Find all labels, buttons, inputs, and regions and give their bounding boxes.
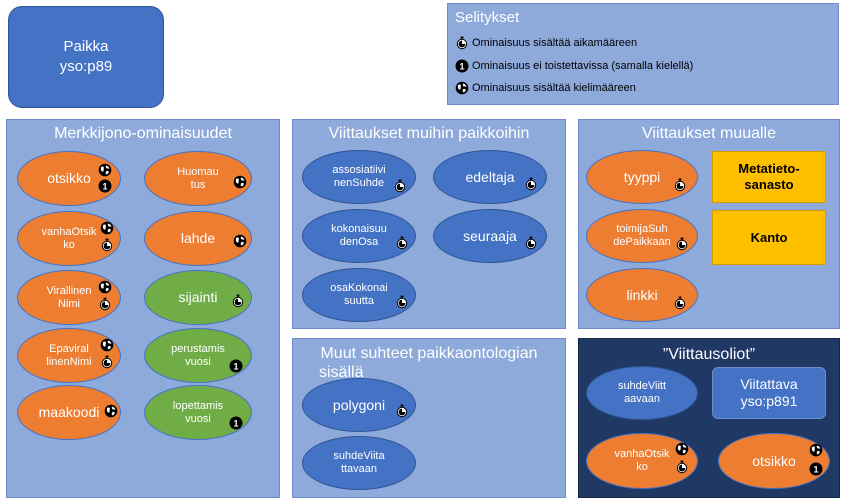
property-otsikko: otsikko — [17, 151, 121, 206]
panel-title: Muut suhteet paikkaontologian sisällä — [319, 345, 538, 381]
globe-icon — [100, 221, 114, 235]
panel-title: Merkkijono-ominaisuudet — [54, 125, 232, 142]
timer-icon — [395, 404, 409, 418]
timer-icon — [673, 178, 687, 192]
property-otsikko-ref: otsikko — [718, 433, 830, 489]
globe-icon — [100, 338, 114, 352]
number-one-icon — [455, 59, 469, 73]
timer-icon — [231, 294, 245, 308]
globe-icon — [98, 163, 112, 177]
legend-item-time: Ominaisuus sisältää aikamääreen — [472, 37, 638, 49]
legend-title: Selitykset — [455, 9, 520, 26]
timer-icon — [98, 297, 112, 311]
timer-icon — [675, 460, 689, 474]
target-label: Viitattava — [740, 376, 798, 392]
target-id: yso:p891 — [740, 393, 798, 409]
property-seuraaja: seuraaja — [433, 209, 547, 263]
globe-icon — [233, 175, 247, 189]
property-linkki: linkki — [586, 268, 698, 322]
property-tyyppi: tyyppi — [586, 150, 698, 204]
place-name: Paikka — [63, 38, 109, 55]
panel-title: ”Viittausoliot” — [662, 346, 756, 363]
timer-icon — [100, 355, 114, 369]
globe-icon — [104, 404, 118, 418]
kanto-box: Kanto — [712, 210, 826, 265]
timer-icon — [100, 238, 114, 252]
globe-icon — [455, 81, 469, 95]
legend-item-unique: Ominaisuus ei toistettavissa (samalla ki… — [472, 60, 694, 72]
property-polygoni: polygoni — [302, 378, 416, 432]
timer-icon — [673, 296, 687, 310]
number-one-icon — [98, 179, 112, 193]
timer-icon — [524, 177, 538, 191]
legend-item-language: Ominaisuus sisältää kielimääreen — [472, 82, 636, 94]
property-edeltaja: edeltaja — [433, 150, 547, 204]
timer-icon — [675, 237, 689, 251]
timer-icon — [393, 179, 407, 193]
globe-icon — [233, 234, 247, 248]
globe-icon — [675, 442, 689, 456]
legend-panel: Selitykset Ominaisuus sisältää aikamääre… — [447, 3, 839, 105]
reference-target-box: Viitattava yso:p891 — [712, 367, 826, 419]
number-one-icon — [809, 462, 823, 476]
place-box: Paikka yso:p89 — [8, 6, 164, 108]
place-id: yso:p89 — [59, 58, 113, 75]
timer-icon — [455, 36, 469, 50]
timer-icon — [395, 236, 409, 250]
panel-title: Viittaukset muualle — [642, 125, 776, 142]
property-lahde: lahde — [144, 211, 252, 266]
number-one-icon — [229, 416, 243, 430]
timer-icon — [395, 295, 409, 309]
number-one-icon — [229, 359, 243, 373]
timer-icon — [524, 236, 538, 250]
panel-title: Viittaukset muihin paikkoihin — [328, 125, 530, 142]
globe-icon — [809, 443, 823, 457]
property-sijainti: sijainti — [144, 270, 252, 325]
property-maakoodi: maakoodi — [17, 385, 121, 440]
metatietosanasto-box: Metatieto-sanasto — [712, 151, 826, 203]
globe-icon — [98, 280, 112, 294]
